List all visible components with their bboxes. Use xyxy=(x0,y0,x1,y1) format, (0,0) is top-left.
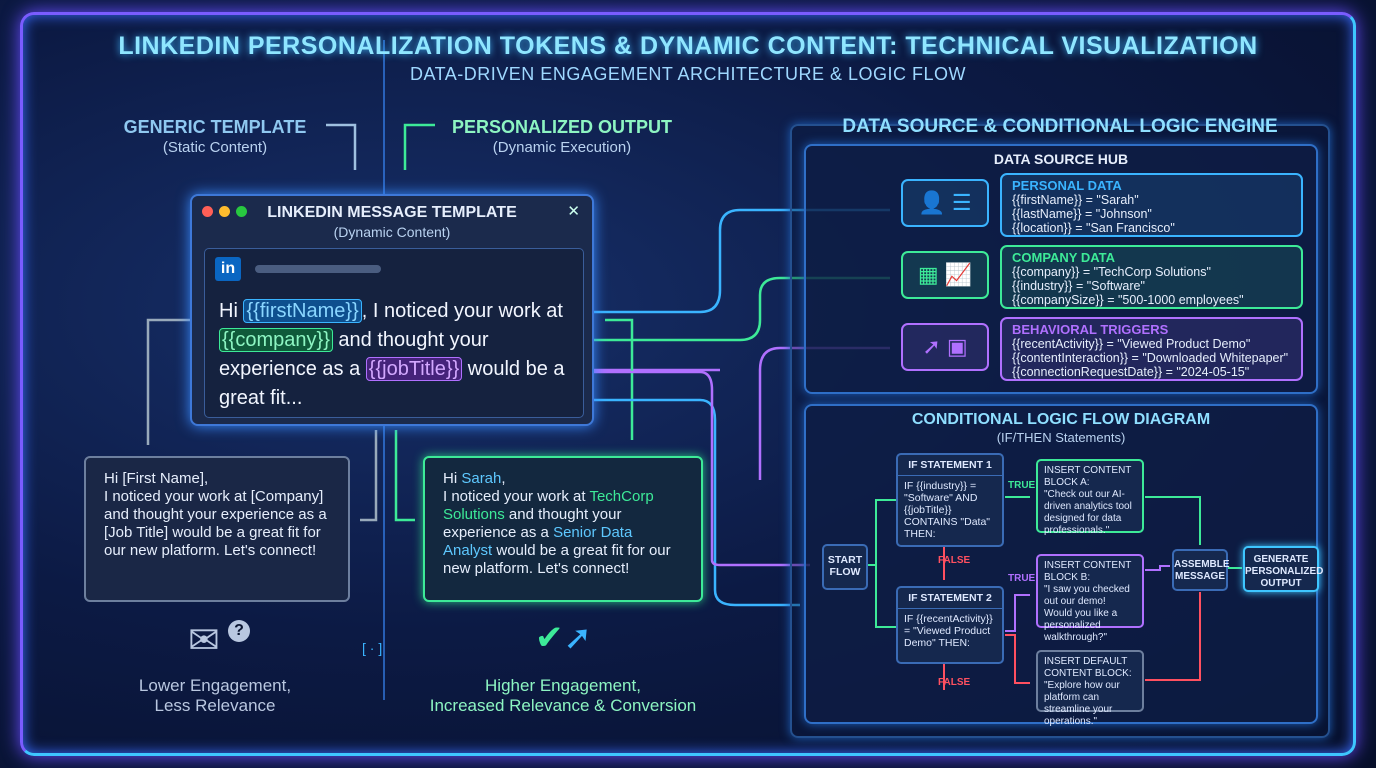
source-line: {{location}} = "San Francisco" xyxy=(1012,221,1175,235)
personalized-message-card: Hi Sarah, I noticed your work at TechCor… xyxy=(423,456,703,602)
flow-sub: (IF/THEN Statements) xyxy=(996,430,1126,445)
source-title: BEHAVIORAL TRIGGERS xyxy=(1012,322,1169,337)
message-template-window: LINKEDIN MESSAGE TEMPLATE (Dynamic Conte… xyxy=(190,194,594,426)
false-label-2: FALSE xyxy=(938,677,971,688)
source-title: COMPANY DATA xyxy=(1012,250,1116,265)
check-arrow-icon: ✔➚ xyxy=(535,619,592,657)
token-jobtitle[interactable]: {{jobTitle}} xyxy=(365,357,463,381)
source-line: {{companySize}} = "500-1000 employees" xyxy=(1012,293,1244,307)
user-profile-icon: 👤 ☰ xyxy=(901,179,989,227)
generic-template-title: GENERIC TEMPLATE xyxy=(123,117,307,137)
source-line: {{contentInteraction}} = "Downloaded Whi… xyxy=(1012,351,1289,365)
close-icon[interactable]: ✕ xyxy=(567,203,580,220)
close-dot[interactable] xyxy=(202,206,213,217)
generate-output-node: GENERATE PERSONALIZED OUTPUT xyxy=(1243,546,1323,592)
data-source-0: PERSONAL DATA{{firstName}} = "Sarah"{{la… xyxy=(1000,173,1303,237)
envelope-question-icon: ✉ xyxy=(188,620,220,662)
placeholder-bar xyxy=(255,265,381,273)
template-message: Hi {{firstName}}, I noticed your work at… xyxy=(219,299,565,409)
neon-frame xyxy=(20,12,1356,756)
arrow-to-generic xyxy=(146,318,190,445)
building-chart-icon: ▦ 📈 xyxy=(901,251,989,299)
default-content-block: INSERT DEFAULT CONTENT BLOCK: "Explore h… xyxy=(1036,650,1144,727)
source-line: {{connectionRequestDate}} = "2024-05-15" xyxy=(1012,365,1250,379)
maximize-dot[interactable] xyxy=(236,206,247,217)
main-subtitle: DATA-DRIVEN ENGAGEMENT ARCHITECTURE & LO… xyxy=(409,64,967,84)
true-label-1: TRUE xyxy=(1008,480,1036,491)
token-firstname[interactable]: {{firstName}} xyxy=(243,299,362,323)
window-subtitle: (Dynamic Content) xyxy=(333,224,451,240)
true-label-2: TRUE xyxy=(1008,573,1036,584)
generic-template-sub: (Static Content) xyxy=(162,139,268,156)
data-source-hub xyxy=(804,144,1318,394)
start-flow-node: START FLOW xyxy=(822,544,868,590)
arrow-firstname xyxy=(565,208,890,314)
personalized-footer: Higher Engagement, Increased Relevance &… xyxy=(429,676,697,715)
cursor-click-icon: ➚ ▣ xyxy=(901,323,989,371)
data-source-2: BEHAVIORAL TRIGGERS{{recentActivity}} = … xyxy=(1000,317,1303,381)
data-source-1: COMPANY DATA{{company}} = "TechCorp Solu… xyxy=(1000,245,1303,309)
source-line: {{industry}} = "Software" xyxy=(1012,279,1145,293)
content-block-b: INSERT CONTENT BLOCK B: "I saw you check… xyxy=(1036,554,1144,643)
content-block-a: INSERT CONTENT BLOCK A: "Check out our A… xyxy=(1036,459,1144,536)
generic-footer: Lower Engagement, Less Relevance xyxy=(138,676,292,715)
source-line: {{firstName}} = "Sarah" xyxy=(1012,193,1139,207)
personalized-output-sub: (Dynamic Execution) xyxy=(492,139,632,156)
flow-title: CONDITIONAL LOGIC FLOW DIAGRAM xyxy=(911,411,1211,428)
code-glyph: [ · ] xyxy=(362,640,383,656)
generic-message-card: Hi [First Name], I noticed your work at … xyxy=(84,456,350,602)
minimize-dot[interactable] xyxy=(219,206,230,217)
false-label-1: FALSE xyxy=(938,555,971,566)
hub-title: DATA SOURCE HUB xyxy=(993,151,1129,167)
source-line: {{company}} = "TechCorp Solutions" xyxy=(1012,265,1211,279)
message-body: in Hi {{firstName}}, I noticed your work… xyxy=(204,248,584,418)
linkedin-logo-icon: in xyxy=(215,257,241,281)
source-title: PERSONAL DATA xyxy=(1012,178,1122,193)
main-title: LINKEDIN PERSONALIZATION TOKENS & DYNAMI… xyxy=(118,32,1258,60)
source-line: {{recentActivity}} = "Viewed Product Dem… xyxy=(1012,337,1251,351)
arrow-company xyxy=(555,276,890,342)
window-title: LINKEDIN MESSAGE TEMPLATE xyxy=(267,204,517,221)
source-line: {{lastName}} = "Johnson" xyxy=(1012,207,1152,221)
token-company[interactable]: {{company}} xyxy=(219,328,333,352)
personalized-output-title: PERSONALIZED OUTPUT xyxy=(451,117,672,137)
engine-title: DATA SOURCE & CONDITIONAL LOGIC ENGINE xyxy=(842,116,1278,137)
arrow-behavior xyxy=(758,346,890,480)
assemble-message-node: ASSEMBLE MESSAGE xyxy=(1172,549,1230,591)
